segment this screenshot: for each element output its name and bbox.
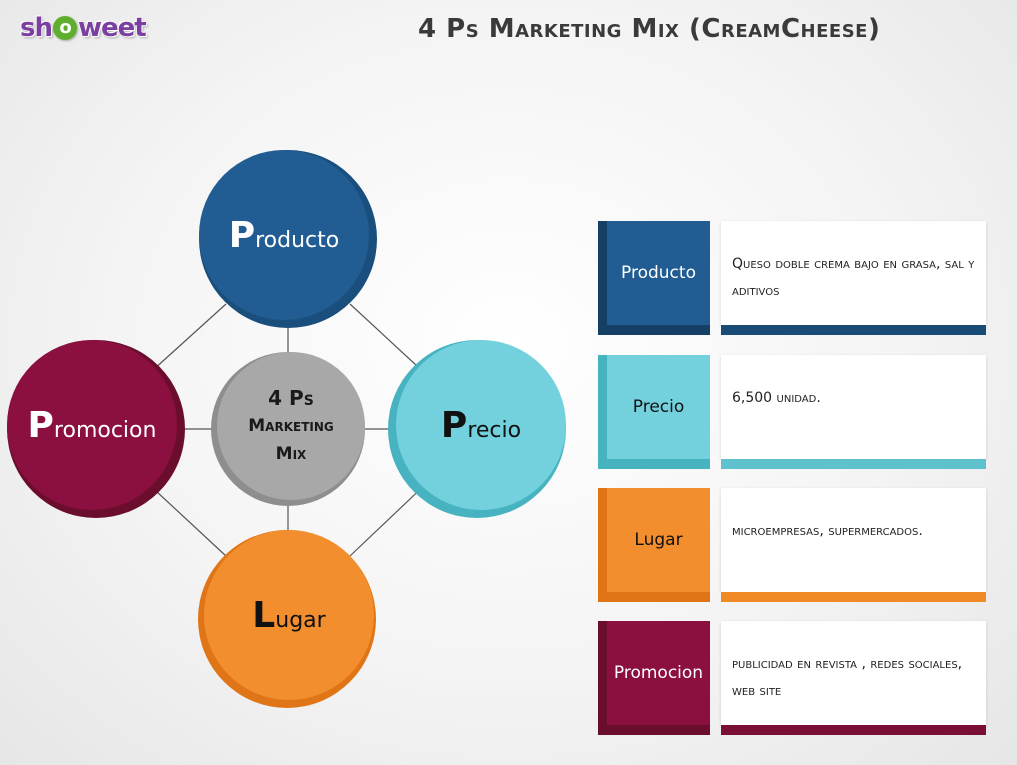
row-lugar: Lugar microempresas, supermercados. xyxy=(598,488,986,602)
page-title: 4 Ps Marketing Mix (CreamCheese) xyxy=(418,14,881,44)
producto-circle: Producto xyxy=(199,150,377,328)
logo-text-start: sh xyxy=(20,13,53,43)
row-description: microempresas, supermercados. xyxy=(732,523,923,539)
row-accent-bar xyxy=(721,459,986,469)
row-label-box: Precio xyxy=(598,355,710,469)
row-accent-bar xyxy=(721,325,986,335)
row-label: Lugar xyxy=(634,530,683,550)
row-description-box: publicidad en revista , redes sociales, … xyxy=(721,621,986,725)
precio-circle: Precio xyxy=(388,340,566,518)
row-description: Queso doble crema bajo en grasa, sal y a… xyxy=(732,256,975,299)
row-promocion: Promocion publicidad en revista , redes … xyxy=(598,621,986,735)
row-accent-bar xyxy=(721,725,986,735)
logo-o-icon: o xyxy=(53,16,77,40)
center-circle-label: 4 Ps Marketing Mix xyxy=(248,386,334,464)
row-description-box: 6,500 unidad. xyxy=(721,355,986,459)
row-description: publicidad en revista , redes sociales, … xyxy=(732,656,963,699)
row-description-box: microempresas, supermercados. xyxy=(721,488,986,592)
center-circle: 4 Ps Marketing Mix xyxy=(211,352,365,506)
lugar-circle: Lugar xyxy=(198,530,376,708)
row-accent-bar xyxy=(721,592,986,602)
row-producto: Producto Queso doble crema bajo en grasa… xyxy=(598,221,986,335)
row-description: 6,500 unidad. xyxy=(732,390,821,406)
row-label: Producto xyxy=(621,263,696,283)
promocion-circle: Promocion xyxy=(7,340,185,518)
logo-text-end: weet xyxy=(78,13,147,43)
promocion-circle-label: Promocion xyxy=(27,404,157,446)
row-label-box: Lugar xyxy=(598,488,710,602)
row-label: Promocion xyxy=(613,663,704,683)
row-label-box: Promocion xyxy=(598,621,710,735)
showeet-logo: sh o weet xyxy=(20,6,160,50)
row-description-box: Queso doble crema bajo en grasa, sal y a… xyxy=(721,221,986,325)
row-label: Precio xyxy=(632,397,685,417)
producto-circle-label: Producto xyxy=(228,214,340,256)
row-label-box: Producto xyxy=(598,221,710,335)
lugar-circle-label: Lugar xyxy=(252,594,326,636)
precio-circle-label: Precio xyxy=(440,404,522,446)
row-precio: Precio 6,500 unidad. xyxy=(598,355,986,469)
